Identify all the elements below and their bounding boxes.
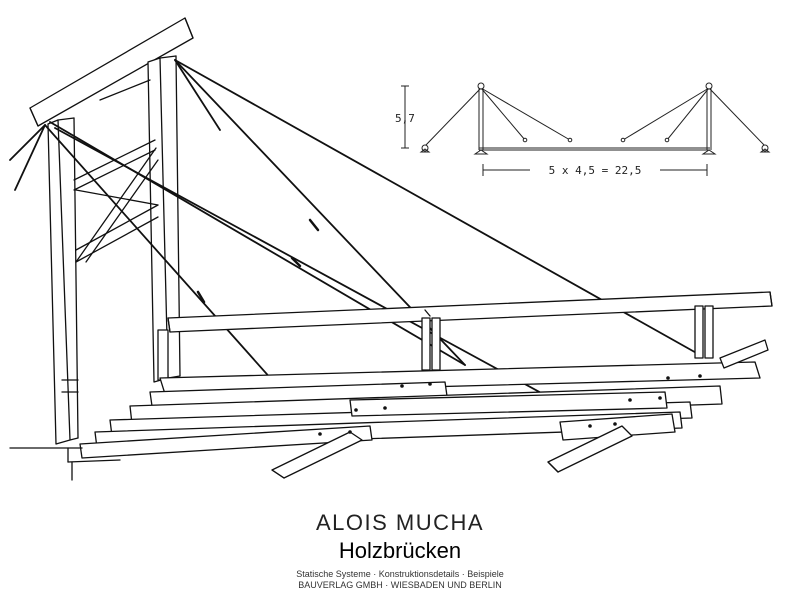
cross-beams <box>271 339 769 479</box>
span-dimension-label: 5 x 4,5 = 22,5 <box>549 164 642 177</box>
bridge-construction-illustration <box>9 17 773 481</box>
static-system-diagram: 5,7 5 x 4,5 = 22,5 <box>395 82 771 177</box>
author-name: ALOIS MUCHA <box>315 510 485 535</box>
deck-beams <box>79 361 761 459</box>
book-title: Holzbrücken <box>338 538 462 563</box>
pylon-top-beam <box>29 17 194 127</box>
cable-turnbuckles <box>196 218 320 304</box>
height-dimension-label: 5,7 <box>395 112 415 125</box>
book-subtitle: Statische Systeme · Konstruktionsdetails… <box>296 569 504 579</box>
pylon-post-left <box>47 117 79 445</box>
cover-text-block: ALOIS MUCHA Holzbrücken Statische System… <box>0 510 800 591</box>
deck-posts <box>157 305 714 381</box>
publisher-line: BAUVERLAG GMBH · WIESBADEN UND BERLIN <box>298 580 502 590</box>
abutment <box>9 447 121 481</box>
upper-deck-beam <box>167 291 773 333</box>
bolt-holes <box>318 374 702 436</box>
